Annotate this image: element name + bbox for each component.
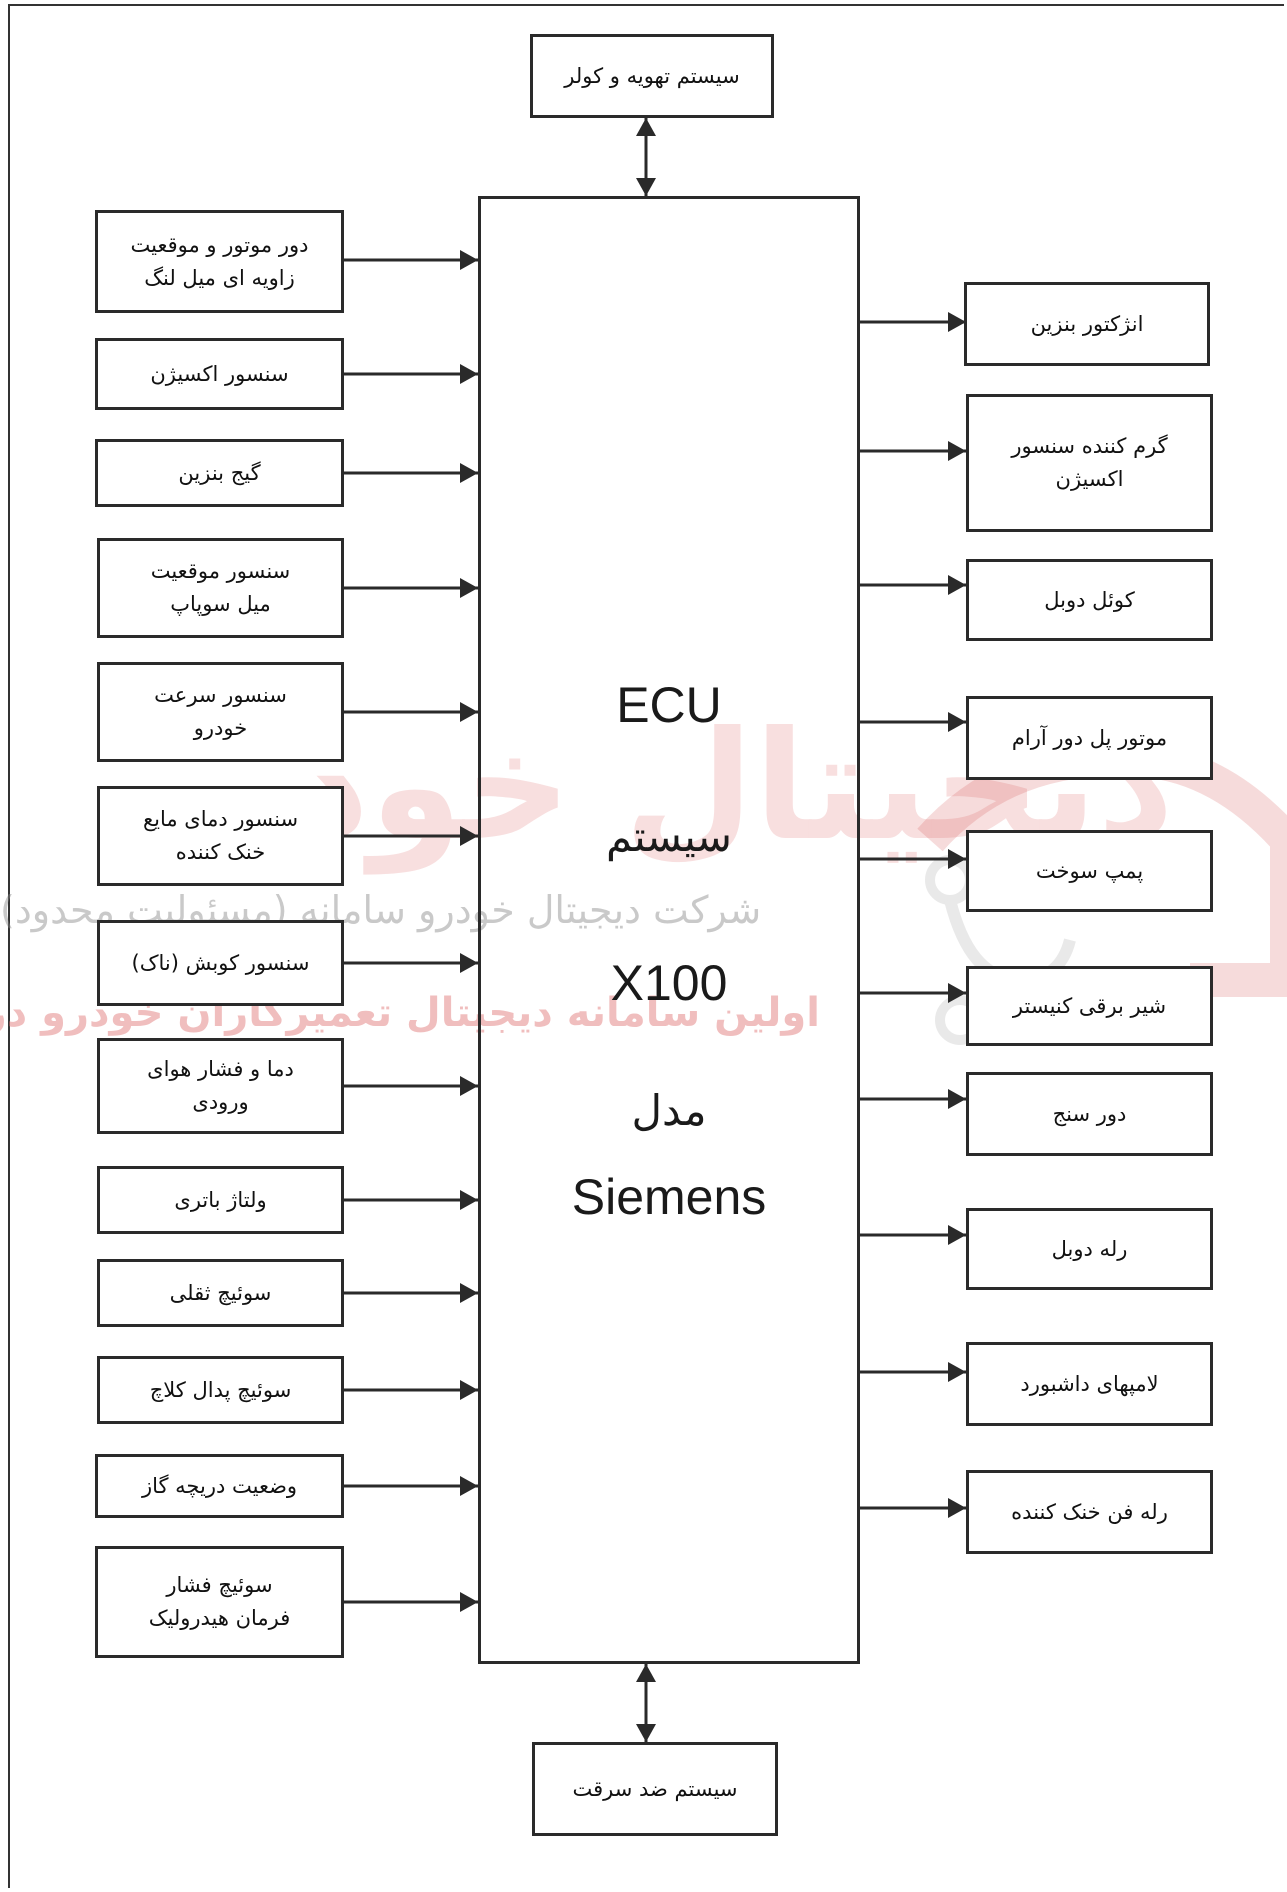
input-label: گیج بنزین xyxy=(178,460,261,485)
output-arrowhead xyxy=(948,312,966,332)
input-label: سوئیچ پدال کلاچ xyxy=(149,1377,292,1402)
input-arrowhead xyxy=(460,1283,478,1303)
input-arrowhead xyxy=(460,953,478,973)
ecu-manufacturer: Siemens xyxy=(571,1169,767,1225)
output-box-tachometer: دور سنج xyxy=(966,1072,1213,1156)
output-label: پمپ سوخت xyxy=(1035,858,1144,883)
output-label: لامپهای داشبورد xyxy=(1020,1371,1159,1396)
output-arrowhead xyxy=(948,849,966,869)
input-arrowhead xyxy=(460,1476,478,1496)
anti-theft-arrowhead-up xyxy=(636,1664,656,1682)
output-box-oxygen-heater: گرم کننده سنسور اکسیژن xyxy=(966,394,1213,532)
output-box-canister-valve: شیر برقی کنیستر xyxy=(966,966,1213,1046)
output-label: گرم کننده سنسور اکسیژن xyxy=(1011,434,1168,491)
input-box-coolant-temp-sensor: سنسور دمای مایع خنک کننده xyxy=(97,786,344,886)
output-label: موتور پل دور آرام xyxy=(1011,725,1168,750)
input-box-fuel-gauge: گیج بنزین xyxy=(95,439,344,507)
input-label: سنسور موقعیت میل سوپاپ xyxy=(150,559,291,616)
input-box-power-steering-switch: سوئیچ فشار فرمان هیدرولیک xyxy=(95,1546,344,1658)
hvac-system-box: سیستم تهویه و کولر xyxy=(530,34,774,118)
output-box-fuel-pump: پمپ سوخت xyxy=(966,830,1213,912)
input-label: دور موتور و موقعیت زاویه ای میل لنگ xyxy=(130,232,309,290)
output-box-idle-stepper-motor: موتور پل دور آرام xyxy=(966,696,1213,780)
hvac-arrowhead-down xyxy=(636,178,656,196)
input-label: سنسور اکسیژن xyxy=(150,361,289,386)
input-arrowhead xyxy=(460,1380,478,1400)
anti-theft-arrowhead-down xyxy=(636,1724,656,1742)
output-box-double-relay: رله دوبل xyxy=(966,1208,1213,1290)
output-arrowhead xyxy=(948,712,966,732)
output-arrowhead xyxy=(948,1498,966,1518)
input-box-vehicle-speed-sensor: سنسور سرعت خودرو xyxy=(97,662,344,762)
input-arrowhead xyxy=(460,826,478,846)
input-arrowhead xyxy=(460,1190,478,1210)
input-label: سوئیچ ثقلی xyxy=(169,1280,272,1305)
input-label: سوئیچ فشار فرمان هیدرولیک xyxy=(148,1573,291,1630)
output-box-double-coil: کوئل دوبل xyxy=(966,559,1213,641)
input-box-throttle-position: وضعیت دریچه گاز xyxy=(95,1454,344,1518)
output-label: انژکتور بنزین xyxy=(1030,311,1144,336)
output-arrowhead xyxy=(948,575,966,595)
output-arrowhead xyxy=(948,1362,966,1382)
output-box-fuel-injector: انژکتور بنزین xyxy=(964,282,1210,366)
input-box-clutch-pedal-switch: سوئیچ پدال کلاچ xyxy=(97,1356,344,1424)
ecu-model-code: X100 xyxy=(610,955,728,1011)
input-arrowhead xyxy=(460,702,478,722)
input-box-oxygen-sensor: سنسور اکسیژن xyxy=(95,338,344,410)
input-label: ولتاژ باتری xyxy=(174,1187,267,1212)
page-border xyxy=(8,4,1284,1888)
hvac-system-label: سیستم تهویه و کولر xyxy=(564,63,740,88)
input-arrowhead xyxy=(460,463,478,483)
output-label: رله فن خنک کننده xyxy=(1011,1499,1168,1524)
input-label: سنسور کوبش (ناک) xyxy=(131,950,310,975)
ecu-block xyxy=(478,196,860,1664)
input-box-crank-position: دور موتور و موقعیت زاویه ای میل لنگ xyxy=(95,210,344,313)
anti-theft-system-label: سیستم ضد سرقت xyxy=(572,1776,738,1801)
ecu-label: ECU xyxy=(616,677,722,733)
input-label: وضعیت دریچه گاز xyxy=(141,1473,298,1498)
output-label: شیر برقی کنیستر xyxy=(1012,993,1167,1018)
input-label: سنسور دمای مایع خنک کننده xyxy=(142,807,299,864)
input-arrowhead xyxy=(460,1592,478,1612)
input-box-intake-air-sensor: دما و فشار هوای ورودی xyxy=(97,1038,344,1134)
output-arrowhead xyxy=(948,441,966,461)
hvac-arrowhead-up xyxy=(636,118,656,136)
input-box-battery-voltage: ولتاژ باتری xyxy=(97,1166,344,1234)
output-label: رله دوبل xyxy=(1051,1236,1128,1261)
output-arrowhead xyxy=(948,1089,966,1109)
input-arrowhead xyxy=(460,578,478,598)
input-arrowhead xyxy=(460,364,478,384)
input-box-knock-sensor: سنسور کوبش (ناک) xyxy=(97,920,344,1006)
output-box-cooling-fan-relay: رله فن خنک کننده xyxy=(966,1470,1213,1554)
input-label: سنسور سرعت خودرو xyxy=(154,683,287,740)
input-arrowhead xyxy=(460,1076,478,1096)
input-label: دما و فشار هوای ورودی xyxy=(147,1057,294,1114)
output-arrowhead xyxy=(948,983,966,1003)
output-label: کوئل دوبل xyxy=(1044,587,1135,612)
anti-theft-system-box: سیستم ضد سرقت xyxy=(532,1742,778,1836)
output-box-dashboard-lamps: لامپهای داشبورد xyxy=(966,1342,1213,1426)
output-label: دور سنج xyxy=(1052,1101,1127,1126)
ecu-model-label: مدل xyxy=(631,1086,707,1135)
output-arrowhead xyxy=(948,1225,966,1245)
input-box-inertia-switch: سوئیچ ثقلی xyxy=(97,1259,344,1327)
input-box-camshaft-sensor: سنسور موقعیت میل سوپاپ xyxy=(97,538,344,638)
ecu-system-label: سیستم xyxy=(606,812,732,861)
input-arrowhead xyxy=(460,250,478,270)
